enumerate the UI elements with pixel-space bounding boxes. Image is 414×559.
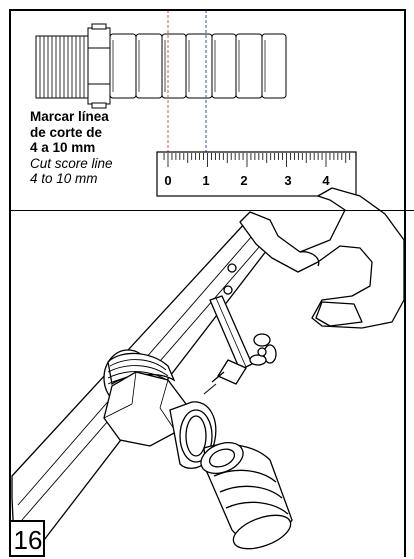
cut-score-caption: Marcar línea de corte de 4 a 10 mm Cut s…	[30, 109, 170, 187]
step-number-box: 16	[9, 520, 45, 557]
caption-es-line-3: 4 a 10 mm	[30, 140, 96, 155]
ruler-label-2: 2	[240, 173, 247, 188]
ruler-label-3: 3	[284, 173, 291, 188]
panel-divider	[9, 210, 414, 211]
fitting-assembly	[103, 349, 293, 550]
fitting-diagram	[35, 23, 287, 109]
caption-en-line-2: 4 to 10 mm	[30, 171, 98, 186]
step-number: 16	[13, 525, 43, 555]
ruler-label-1: 1	[202, 173, 209, 188]
ruler-label-4: 4	[322, 173, 330, 188]
page-frame	[9, 9, 406, 557]
ruler: 0 1 2 3 4	[156, 151, 357, 197]
caption-en-line-1: Cut score line	[30, 155, 113, 171]
ruler-label-0: 0	[164, 173, 171, 188]
caption-es-line-2: de corte de	[30, 124, 103, 140]
caption-es-line-1: Marcar línea	[30, 109, 109, 124]
